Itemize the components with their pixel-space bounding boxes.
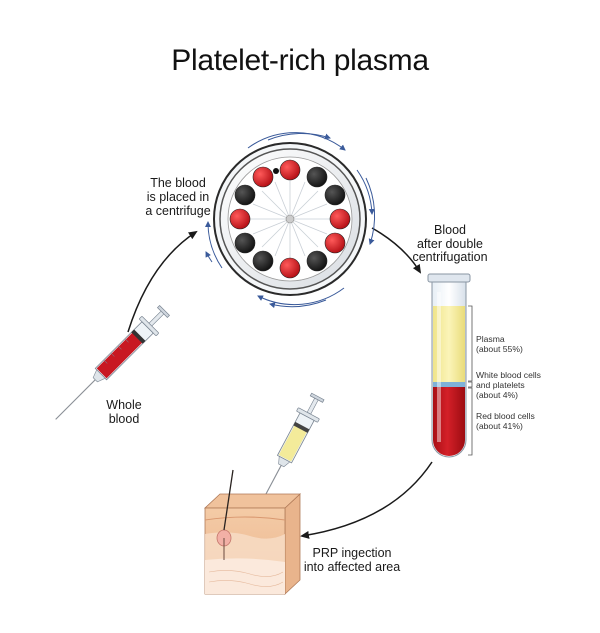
process-arrows [127,227,433,539]
arrow-to-centrifuge [127,230,198,333]
label-prp-injection: PRP ingection into affected area [303,546,401,574]
arrow-to-injection [300,461,433,539]
diagram-title: Platelet-rich plasma [171,44,429,77]
prp-syringe [238,392,325,546]
label-red-cells-layer: Red blood cells (about 41%) [476,411,535,431]
test-tube [427,273,473,458]
arrow-to-tube [371,227,422,274]
centrifuge [204,132,376,309]
label-centrifuge-step: The blood is placed in a centrifuge [145,176,211,218]
label-white-cells-layer: White blood cells and platelets (about 4… [476,370,541,400]
label-plasma-layer: Plasma (about 55%) [476,334,523,354]
rotor-tubes [229,159,351,279]
label-after-centrifugation: Blood after double centrifugation [412,223,488,264]
skin-block [203,469,302,595]
rotation-arrows [204,132,376,309]
whole-blood-syringe [55,305,170,420]
label-whole-blood: Whole blood [106,398,142,426]
